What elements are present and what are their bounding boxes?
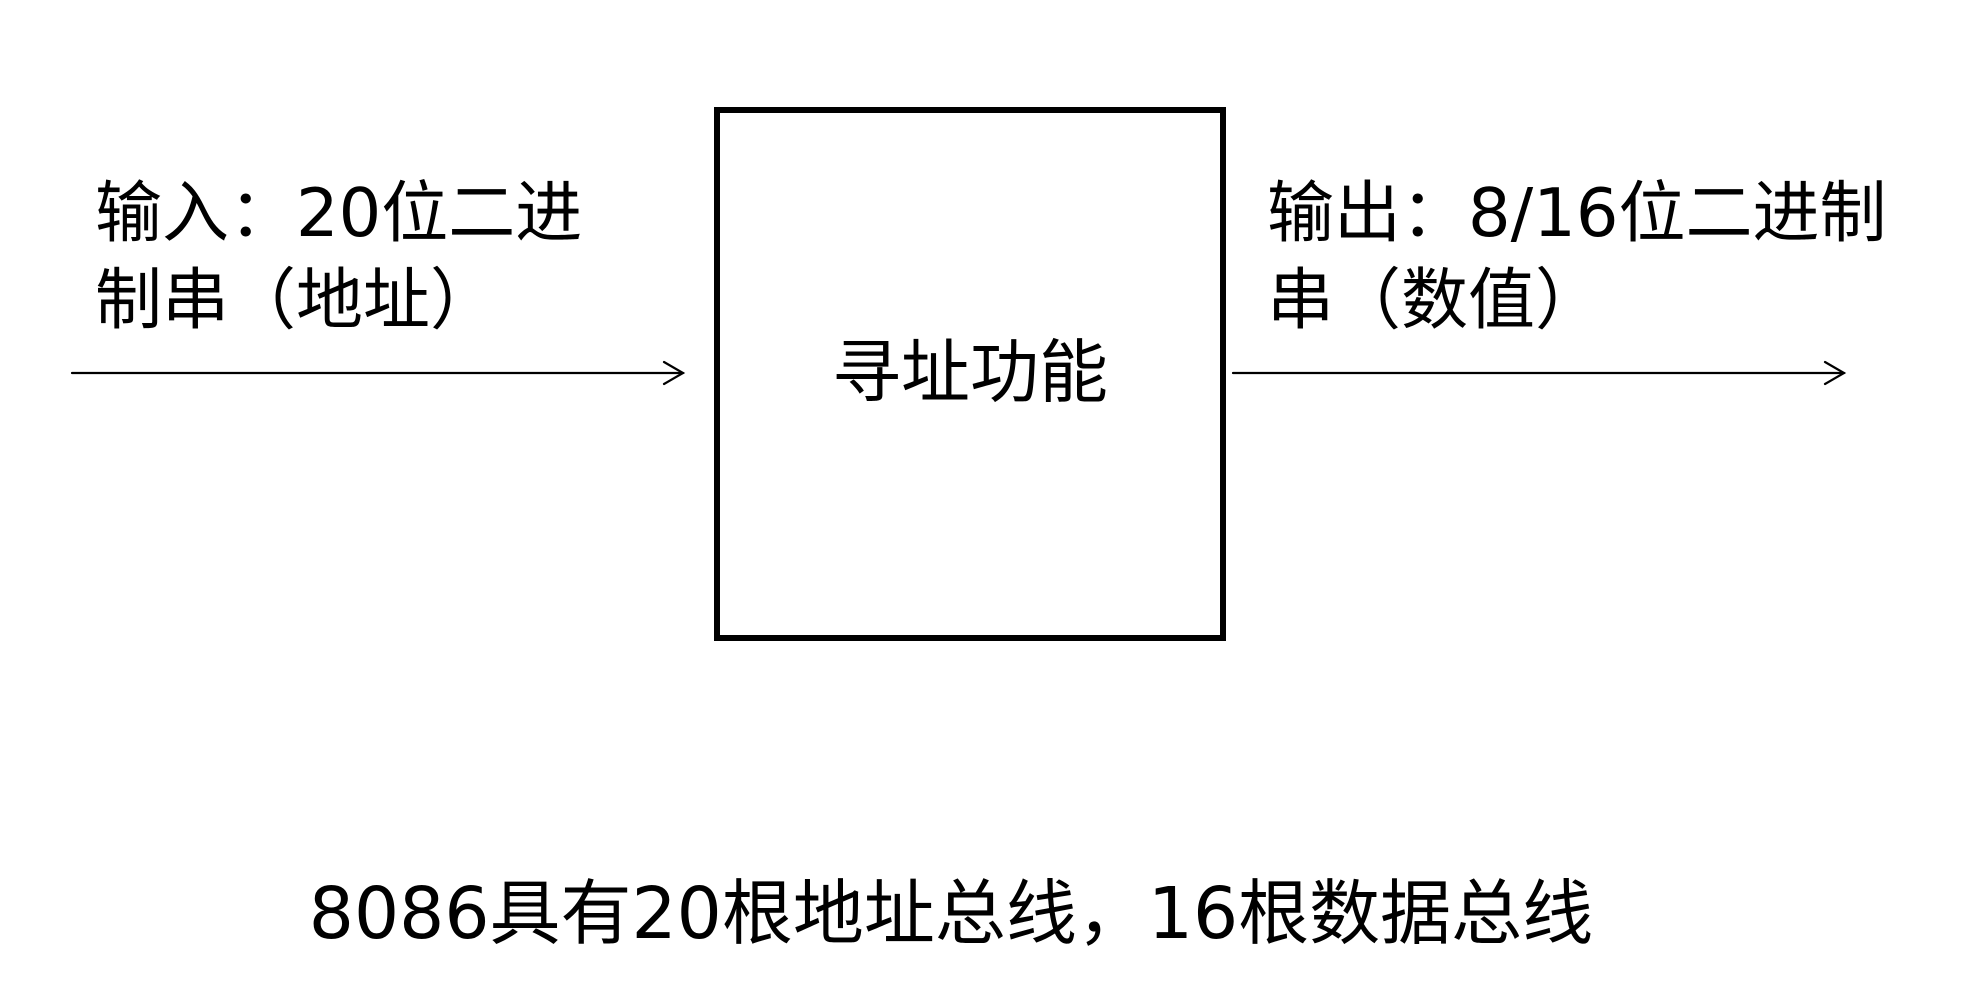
- addressing-function-label: 寻址功能: [832, 332, 1108, 413]
- output-arrow: [1231, 360, 1847, 386]
- output-label-line-1: 输出：8/16位二进制: [1267, 174, 1887, 252]
- input-label-line-2: 制串（地址）: [95, 261, 497, 339]
- input-arrow-head-icon: [662, 360, 686, 386]
- output-label-line-2: 串（数值）: [1267, 261, 1602, 339]
- output-label: 输出：8/16位二进制 串（数值）: [1267, 170, 1886, 344]
- input-label: 输入：20位二进 制串（地址）: [95, 170, 582, 344]
- output-arrow-head-icon: [1823, 360, 1847, 386]
- caption: 8086具有20根地址总线，16根数据总线: [308, 872, 1594, 955]
- addressing-function-box: 寻址功能: [714, 107, 1226, 641]
- input-label-line-1: 输入：20位二进: [95, 174, 583, 252]
- input-arrow: [70, 360, 686, 386]
